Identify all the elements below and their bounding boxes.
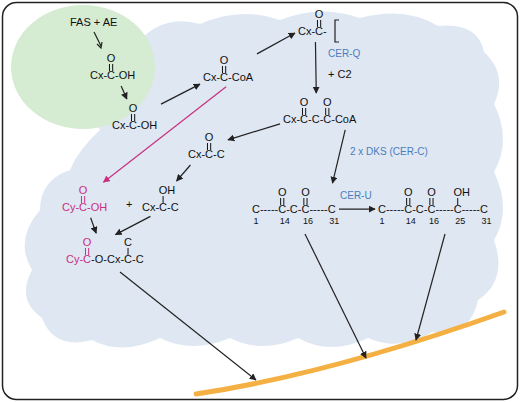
- carbon-number: 16: [303, 216, 313, 227]
- formula-row: Cy-C-O-Cx-C-C: [66, 253, 144, 266]
- frame: [3, 3, 518, 400]
- atom-label: O: [129, 102, 138, 115]
- reaction-arrow: [257, 33, 295, 54]
- formula: C-----C-C-C-----C-----C: [378, 203, 488, 215]
- atom-label: O: [301, 186, 310, 199]
- carbon-number: 14: [406, 216, 416, 227]
- formula-row: Cx-C-C-C-CoA: [283, 113, 356, 126]
- export-arrow: [120, 272, 256, 380]
- hydroxy-diketone: C-----C-C-C-----C-----C O O OH 1 14 16 25 31: [378, 186, 488, 228]
- acyl-intermediate: Cx-C- O: [298, 8, 327, 39]
- export-arrow: [305, 234, 366, 358]
- ketoacyl-coa: Cx-C-C-C-CoA O O: [283, 96, 357, 127]
- carbon-number: 25: [455, 216, 465, 227]
- atom-label: O: [300, 96, 309, 109]
- reaction-arrow: [228, 124, 280, 140]
- formula: -O-Cx-C-C: [91, 253, 144, 265]
- reaction-arrow: [103, 87, 226, 182]
- atom-label: O: [278, 186, 287, 199]
- formula-row: Cx-C-CoA: [203, 71, 253, 84]
- reaction-arrow: [161, 84, 200, 104]
- formula-row: Cx-C-C: [142, 201, 179, 214]
- note: + C2: [328, 68, 352, 81]
- ketone: Cx-C-C O: [188, 131, 225, 162]
- wax-ester: Cy-C-O-Cx-C-C O C: [66, 236, 144, 267]
- formula: Cx-C-OH: [112, 119, 157, 131]
- fatty-acid: Cy-C-OH O: [62, 184, 108, 215]
- atom-label: OH: [159, 184, 176, 197]
- reaction-arrow: [315, 42, 317, 93]
- atom-label: O: [404, 186, 413, 199]
- formula: Cx-C-C: [188, 148, 225, 160]
- formula: Cx-C-CoA: [203, 71, 253, 83]
- reaction-arrow: [332, 130, 345, 183]
- process-label: FAS + AE: [70, 16, 117, 29]
- note: +: [126, 198, 132, 211]
- enzyme-label: CER-Q: [328, 48, 360, 60]
- reaction-arrow: [339, 209, 375, 210]
- bracket: [335, 20, 339, 42]
- formula-row: C-----C-C-C-----C-----C: [378, 203, 488, 216]
- circle-fill: [11, 5, 155, 129]
- acyl-coa: Cx-C-CoA O: [203, 54, 254, 85]
- secondary-alcohol: Cx-C-C OH: [142, 184, 179, 215]
- formula: Cx-C-: [298, 25, 327, 37]
- export-arrow: [416, 234, 445, 340]
- atom-label: C: [124, 236, 132, 249]
- formula: Cy-C: [66, 253, 91, 265]
- reaction-arrow: [115, 216, 150, 234]
- formula-row: Cx-C-OH: [90, 69, 135, 82]
- formula-row: C-----C-C-C-----C: [252, 203, 336, 216]
- carbon-number: 14: [280, 216, 290, 227]
- formula: Cy-C-OH: [62, 201, 107, 213]
- atom-label: O: [427, 186, 436, 199]
- atom-label: O: [205, 131, 214, 144]
- fatty-acid: Cx-C-OH O: [112, 102, 158, 133]
- formula-row: Cx-C-C: [188, 148, 225, 161]
- formula: Cx-C-OH: [90, 69, 135, 81]
- formula-row: Cy-C-OH: [62, 201, 107, 214]
- diketone: C-----C-C-C-----C O O 1 14 16 31: [252, 186, 336, 228]
- atom-label: O: [79, 184, 88, 197]
- carbon-number: 1: [379, 216, 384, 227]
- fatty-acid: Cx-C-OH O: [90, 52, 136, 83]
- enzyme-label: 2 x DKS (CER-C): [350, 146, 428, 158]
- enzyme-label: CER-U: [340, 190, 372, 202]
- formula-row: Cx-C-OH: [112, 119, 157, 132]
- formula: Cx-C-C: [142, 201, 179, 213]
- reaction-arrow: [121, 86, 127, 99]
- atom-label: O: [315, 8, 324, 21]
- synthesis-arrow: [94, 32, 102, 48]
- atom-label: OH: [453, 186, 470, 199]
- atom-label: O: [107, 52, 116, 65]
- carbon-number: 31: [329, 216, 339, 227]
- carbon-number: 31: [481, 216, 491, 227]
- formula-row: Cx-C-: [298, 25, 327, 38]
- atom-label: O: [220, 54, 229, 67]
- formula: C-----C-C-C-----C: [252, 203, 336, 215]
- reaction-arrow: [91, 218, 97, 233]
- atom-label: O: [323, 96, 332, 109]
- carbon-number: 1: [253, 216, 258, 227]
- atom-label: O: [83, 236, 92, 249]
- formula: Cx-C-C-C-CoA: [283, 113, 356, 125]
- reaction-arrow: [177, 165, 191, 181]
- carbon-number: 16: [429, 216, 439, 227]
